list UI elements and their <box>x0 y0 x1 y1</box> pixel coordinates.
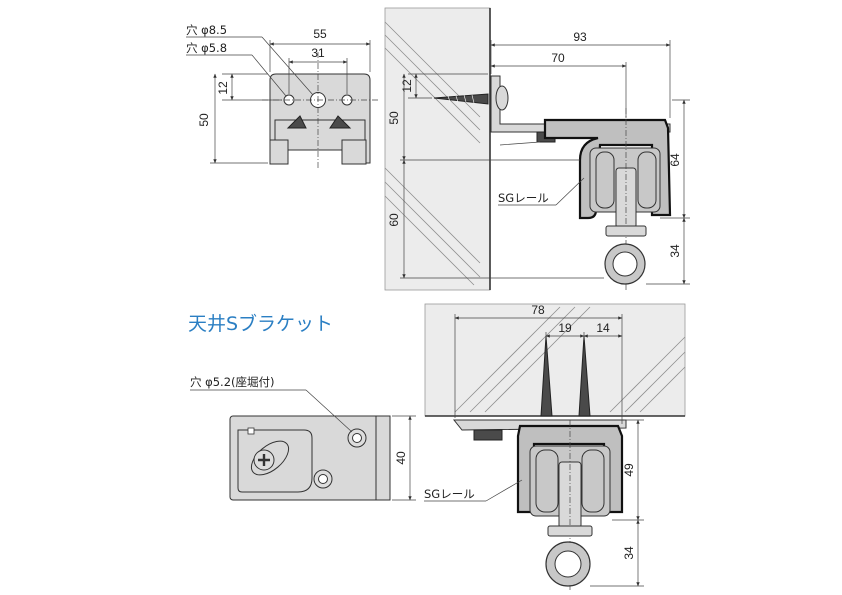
sg-rail-wall <box>543 118 672 220</box>
dim-70: 70 <box>551 51 565 65</box>
ceiling-bracket-title: 天井Sブラケット <box>188 312 333 335</box>
wall-bracket-front-view: 55 31 12 50 穴 φ8.5 穴 φ5.8 <box>186 23 378 168</box>
dim-93: 93 <box>573 30 587 44</box>
dim-60: 60 <box>387 213 401 227</box>
rail-label-wall: SGレール <box>498 191 549 205</box>
dim-78: 78 <box>531 303 545 317</box>
dim-12: 12 <box>216 81 230 95</box>
wall-screw <box>433 93 489 105</box>
ceiling-bracket-plan-view: 穴 φ5.2(座堀付) 40 <box>190 375 416 501</box>
dim-64: 64 <box>668 153 682 167</box>
hole-label-5-8: 穴 φ5.8 <box>186 41 227 55</box>
dim-50: 50 <box>197 113 211 127</box>
wall-mount-section: 93 70 12 50 60 64 34 SGレール <box>384 7 690 292</box>
dim-14: 14 <box>596 321 610 335</box>
hole-label-5-2: 穴 φ5.2(座堀付) <box>190 375 275 389</box>
dim-34-ceiling: 34 <box>622 546 636 560</box>
dim-40: 40 <box>394 451 408 465</box>
dim-19: 19 <box>558 321 572 335</box>
ceiling-mount-section: 78 19 14 49 34 SGレール <box>424 303 686 590</box>
dim-31: 31 <box>311 46 325 60</box>
dim-55: 55 <box>313 27 327 41</box>
ceiling-screw-left <box>540 335 553 417</box>
ceiling-screw-right <box>578 335 591 417</box>
dim-34-wall: 34 <box>668 244 682 258</box>
dim-50-wall: 50 <box>387 111 401 125</box>
dim-49: 49 <box>622 463 636 477</box>
dim-12-wall: 12 <box>400 79 414 93</box>
rail-label-ceiling: SGレール <box>424 487 475 501</box>
hole-label-8-5: 穴 φ8.5 <box>186 23 227 37</box>
